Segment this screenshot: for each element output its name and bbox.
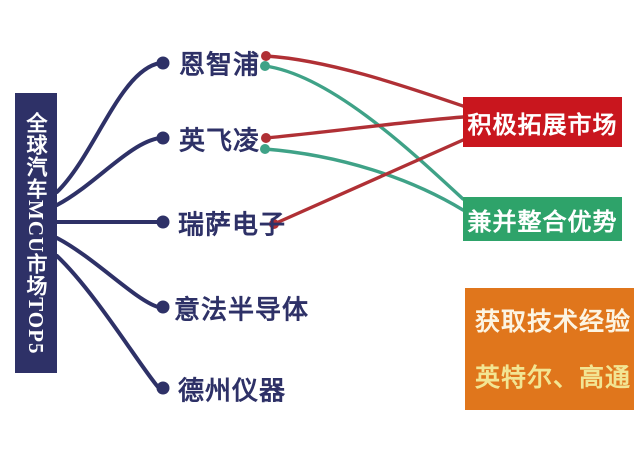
category-box-merge: 兼并整合优势 (463, 197, 622, 241)
edge-infineon-expand (264, 115, 465, 140)
company-label-st: 意法半导体 (174, 295, 310, 325)
dot-ti (156, 381, 170, 395)
edge-infineon-merge (263, 147, 465, 212)
company-label-ti: 德州仪器 (178, 376, 287, 406)
category-label-expand: 积极拓展市场 (467, 112, 618, 139)
dot-renesas (156, 215, 170, 229)
company-label-renesas: 瑞萨电子 (178, 210, 287, 240)
company-label-nxp: 恩智浦 (179, 50, 261, 80)
edge-nxp-merge (263, 64, 465, 201)
dot-infineon (156, 131, 170, 145)
company-label-infineon: 英飞凌 (179, 126, 261, 156)
experience-line1: 获取技术经验 (475, 309, 632, 336)
dot-nxp-red (261, 51, 271, 61)
dot-nxp-green (260, 61, 270, 71)
edge-renesas-expand (272, 138, 465, 226)
dot-st (156, 300, 170, 314)
dot-renesas-red (269, 219, 279, 229)
branch-ti (55, 254, 160, 389)
branch-st (55, 236, 160, 309)
experience-line2: 英特尔、高通 (475, 365, 632, 392)
category-label-merge: 兼并整合优势 (467, 209, 618, 236)
category-box-expand: 积极拓展市场 (463, 97, 622, 147)
branch-infineon (55, 136, 162, 207)
root-topic-box: 全球汽车MCU市场TOP5 (15, 93, 57, 373)
edge-nxp-expand (264, 54, 465, 108)
branch-nxp (55, 61, 162, 194)
root-topic-label: 全球汽车MCU市场TOP5 (24, 111, 48, 355)
dot-infineon-red (261, 133, 271, 143)
dot-nxp (156, 56, 170, 70)
category-box-experience: 获取技术经验 英特尔、高通 (465, 288, 634, 410)
dot-infineon-green (260, 144, 270, 154)
